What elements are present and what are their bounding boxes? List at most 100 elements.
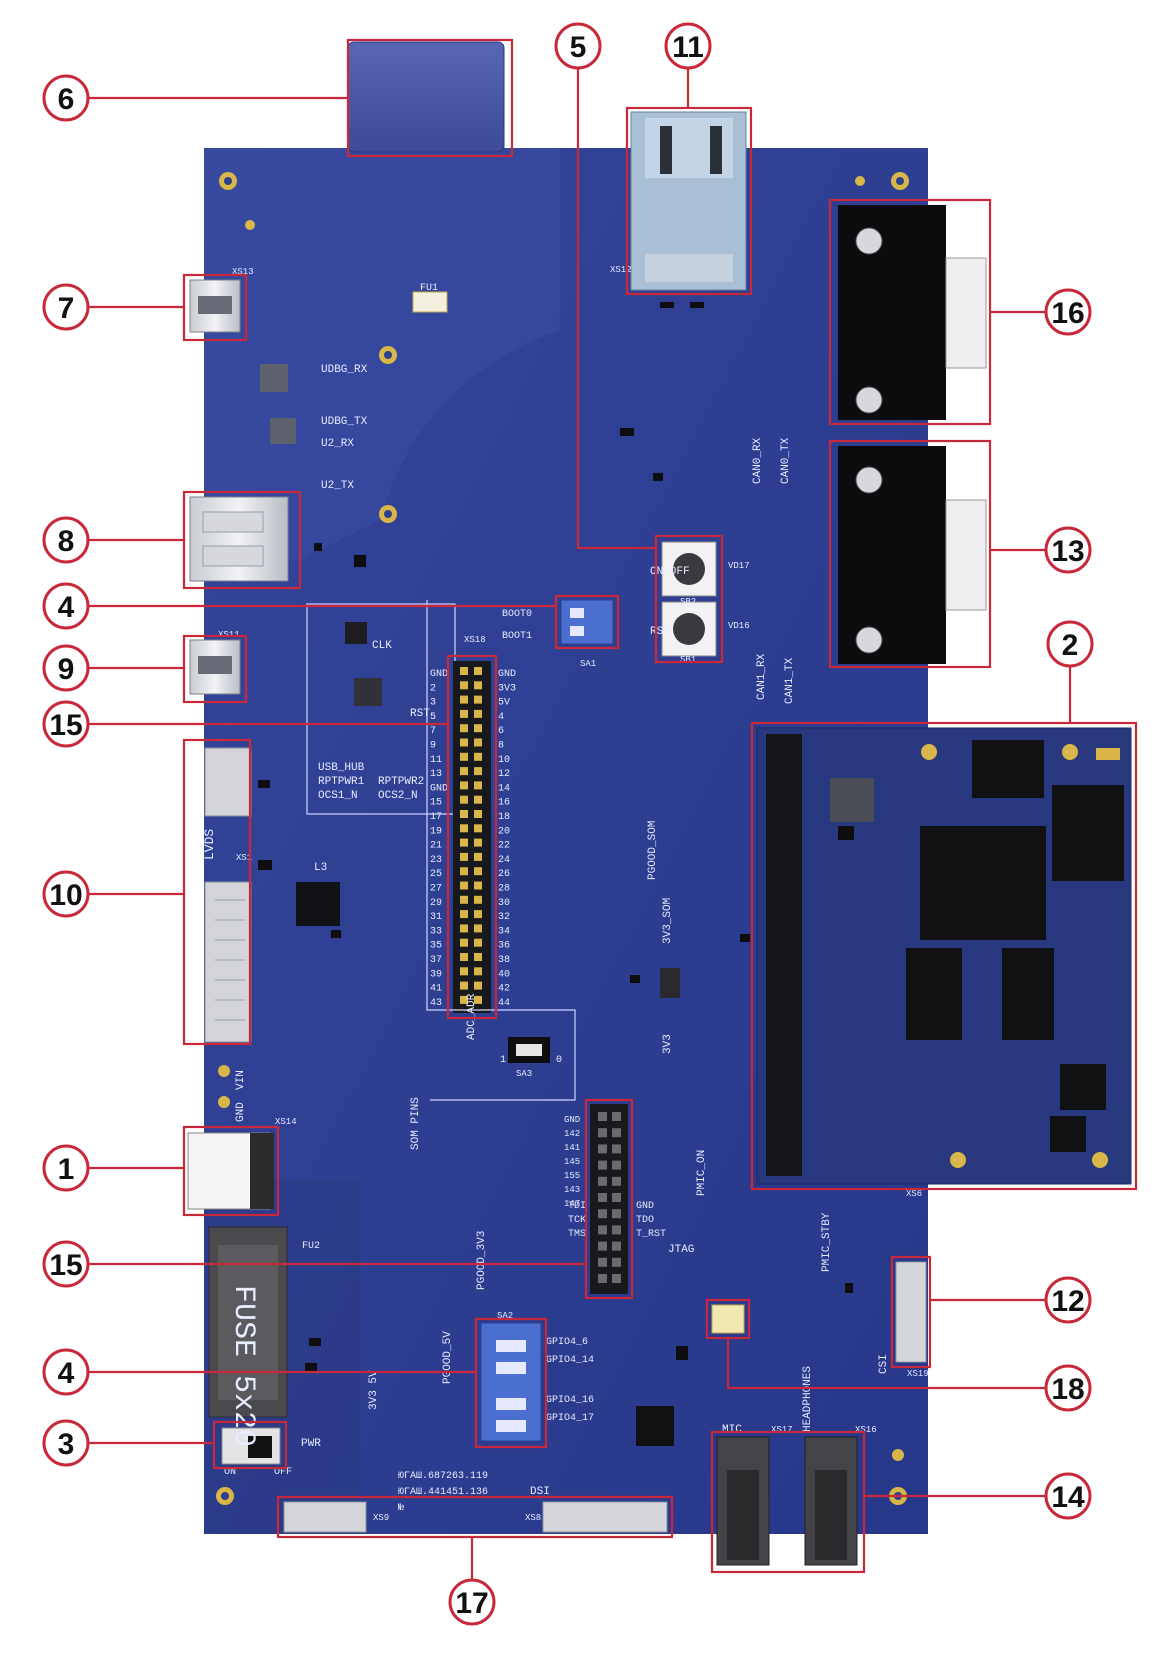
silk-gpio4-17: GPIO4_17 xyxy=(546,1413,594,1424)
jtag-pin xyxy=(598,1193,607,1202)
inductor-l4 xyxy=(636,1406,674,1446)
callout-11: 11 xyxy=(664,22,712,70)
silk-rptpwr1: RPTPWR1 xyxy=(318,776,365,788)
silk-3v3: 3V3 xyxy=(662,1034,674,1054)
jtag-pin xyxy=(612,1112,621,1121)
header-left-label: GND xyxy=(430,783,448,794)
header-right-label: 32 xyxy=(498,912,510,923)
jtag-pin xyxy=(612,1225,621,1235)
jtag-pin xyxy=(598,1209,607,1219)
svg-text:15: 15 xyxy=(49,1249,82,1282)
header-pin xyxy=(474,724,482,733)
header-pin xyxy=(474,795,482,804)
header-pin xyxy=(474,681,482,690)
callout-12: 12 xyxy=(1044,1276,1092,1324)
silk-sa3-1: 1 xyxy=(500,1055,506,1066)
header-left-label: 41 xyxy=(430,984,442,995)
silk-rptpwr2: RPTPWR2 xyxy=(378,776,424,788)
header-pin xyxy=(474,852,482,861)
header-right-label: 28 xyxy=(498,884,510,895)
header-right-label: 6 xyxy=(498,726,504,737)
silk-xs13: XS13 xyxy=(232,267,254,277)
header-pin xyxy=(460,752,468,761)
silk-l3: L3 xyxy=(314,862,327,874)
regulator-chip xyxy=(660,968,680,998)
header-left-label: 37 xyxy=(430,955,442,966)
callout-leaders xyxy=(88,38,1138,1580)
header-pin xyxy=(460,781,468,790)
callout-13: 13 xyxy=(1044,526,1092,574)
silk-pgood-5v: PGOOD_5V xyxy=(442,1331,454,1384)
header-right-label: 42 xyxy=(498,984,510,995)
silk-vd17: VD17 xyxy=(728,561,750,571)
silk-gpio4-14: GPIO4_14 xyxy=(546,1355,594,1366)
db9-shell xyxy=(945,257,987,369)
silk-vd16: VD16 xyxy=(728,621,750,631)
jtag-pin xyxy=(598,1225,607,1235)
header-pin xyxy=(460,667,468,675)
svg-text:6: 6 xyxy=(58,83,75,116)
header-left-label: 35 xyxy=(430,941,442,952)
jtag-left-label: 142 xyxy=(564,1129,580,1139)
silk-dsi: DSI xyxy=(530,1486,550,1498)
jtag-header xyxy=(590,1104,628,1294)
header-left-label: 13 xyxy=(430,769,442,780)
silk-doc1: ЮГАШ.687263.119 xyxy=(398,1471,488,1482)
svg-text:1: 1 xyxy=(58,1153,75,1186)
silk-can1-rx: CAN1_RX xyxy=(756,653,768,700)
jtag-left-label: 145 xyxy=(564,1157,580,1167)
svg-text:4: 4 xyxy=(58,1357,75,1390)
silk-sb2: SB2 xyxy=(680,597,696,607)
silk-xs14: XS14 xyxy=(275,1117,297,1127)
svg-text:9: 9 xyxy=(58,653,75,686)
silkscreen-labels: FUSE 5x20 FU2 FU1 PWR ON OFF XS13 XS12 X… xyxy=(202,265,929,1523)
header-right-label: 38 xyxy=(498,955,510,966)
jtag-pin xyxy=(612,1144,621,1154)
silk-xs12: XS12 xyxy=(610,265,632,275)
jtag-pin xyxy=(598,1257,607,1267)
callout-17: 17 xyxy=(448,1578,496,1626)
silk-fu1: FU1 xyxy=(420,283,438,294)
header-pin xyxy=(460,795,468,804)
silk-vin: VIN xyxy=(235,1070,247,1090)
smd-components xyxy=(258,302,854,1373)
uart-chip xyxy=(260,364,288,392)
micro-usb-port xyxy=(198,656,232,674)
header-pin xyxy=(474,995,482,1004)
svg-text:18: 18 xyxy=(1051,1373,1084,1406)
dip-lever xyxy=(570,608,584,618)
silk-adc-adr: ADC_ADR xyxy=(466,993,478,1040)
silk-mic: MIC xyxy=(722,1424,742,1436)
silk-tdi: TDI xyxy=(568,1201,586,1212)
callout-10: 10 xyxy=(42,870,90,918)
silk-usb-hub: USB_HUB xyxy=(318,762,365,774)
header-pin xyxy=(460,895,468,904)
jtag-pin xyxy=(612,1160,621,1170)
lvds-connector-small xyxy=(204,747,252,817)
svg-text:5: 5 xyxy=(570,31,587,64)
header-right-label: 16 xyxy=(498,798,510,809)
silk-gnd: GND xyxy=(235,1102,247,1122)
header-left-label: 9 xyxy=(430,741,436,752)
header-pin xyxy=(460,810,468,818)
silk-sa3: SA3 xyxy=(516,1069,532,1079)
jtag-pin xyxy=(598,1128,607,1138)
db9-shell xyxy=(945,499,987,611)
silk-sa2: SA2 xyxy=(497,1311,513,1321)
power-switch-lever xyxy=(248,1436,272,1458)
silk-udbg-rx: UDBG_RX xyxy=(321,364,368,376)
header-pin xyxy=(460,724,468,733)
silk-csi: CSI xyxy=(878,1354,890,1374)
header-pin xyxy=(474,810,482,818)
jtag-header-pins xyxy=(598,1112,621,1283)
header-left-label: 5 xyxy=(430,712,436,723)
silk-tms: TMS xyxy=(568,1229,586,1240)
fuse-body xyxy=(218,1245,278,1400)
som-chip-memory xyxy=(1052,785,1124,881)
jtag-left-label: 155 xyxy=(564,1171,580,1181)
silk-sa1: SA1 xyxy=(580,659,596,669)
silk-trst: T_RST xyxy=(636,1229,666,1240)
som-chip xyxy=(830,778,874,822)
silk-xs9: XS9 xyxy=(373,1513,389,1523)
